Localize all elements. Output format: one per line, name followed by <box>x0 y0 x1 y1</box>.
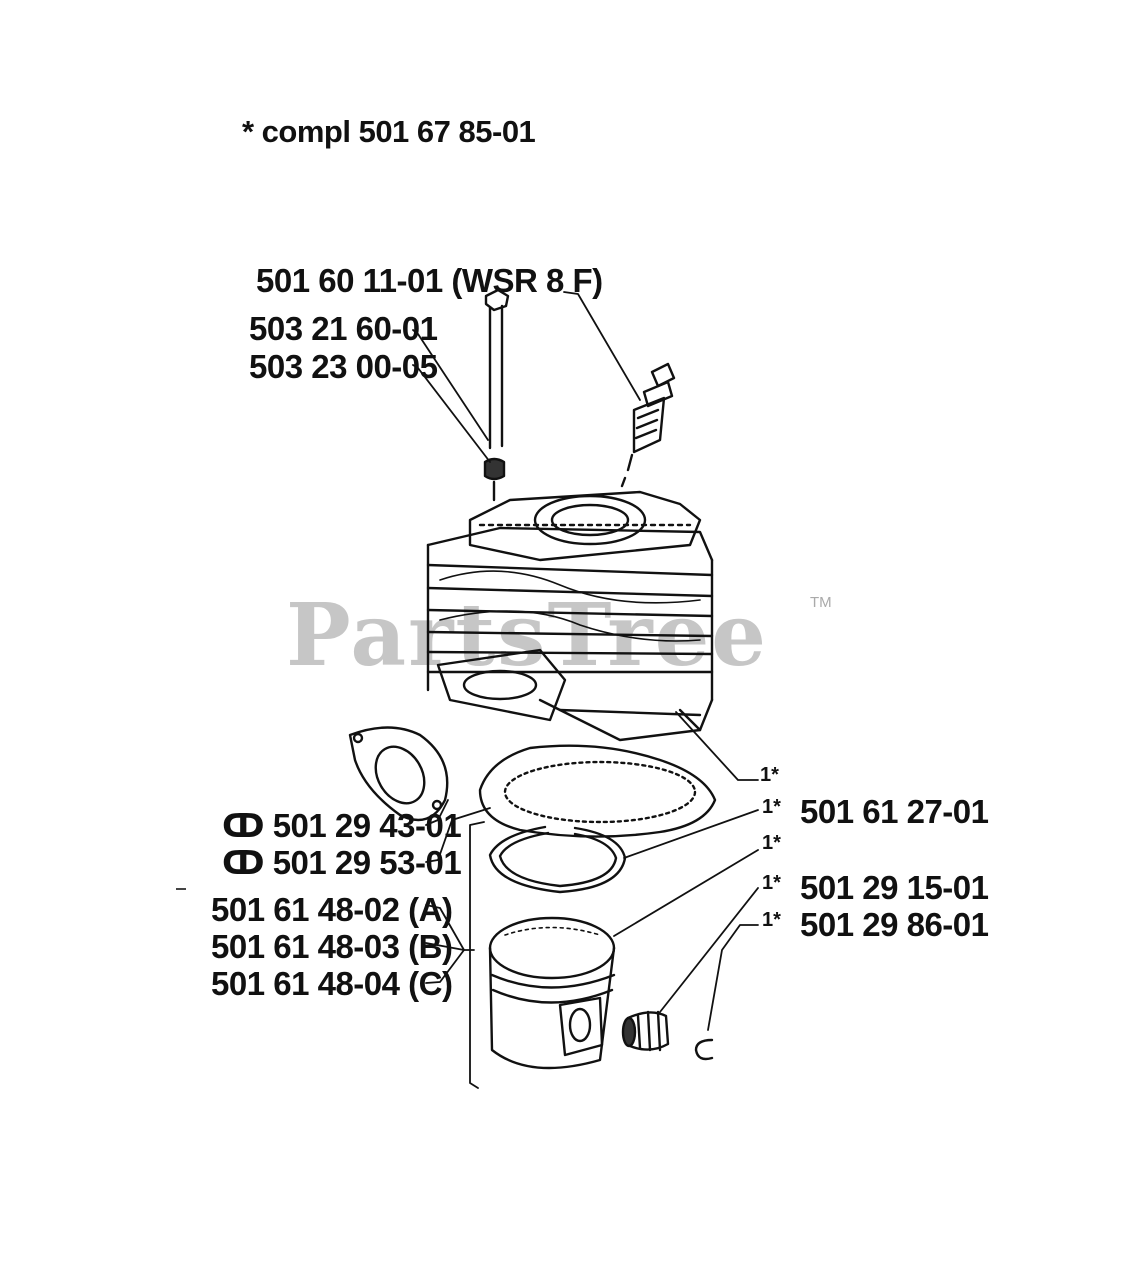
callout-screw: 503 21 60-01 <box>249 310 438 347</box>
muffler-gasket-drawing <box>348 726 449 822</box>
mark-piston: 1* <box>762 832 781 854</box>
cylinder-drawing <box>426 490 714 742</box>
spark-plug-drawing <box>620 362 676 488</box>
bolt-drawing <box>483 288 510 502</box>
header-note: * compl 501 67 85-01 <box>242 114 536 149</box>
callout-needle-bearing: 501 29 15-01 <box>800 869 989 906</box>
callout-washer: 503 23 00-05 <box>249 348 438 385</box>
circlip-drawing <box>694 1038 714 1061</box>
base-gasket-drawing <box>478 744 717 838</box>
mark-cylinder: 1* <box>760 764 779 786</box>
leader-lines <box>412 291 759 1089</box>
needle-bearing-drawing <box>621 1010 670 1052</box>
callout-spark-plug: 501 60 11-01 (WSR 8 F) <box>256 262 603 299</box>
callout-piston-b: 501 61 48-03 (B) <box>211 928 453 965</box>
callout-base-gasket: ↀ 501 29 53-01 <box>222 844 462 881</box>
mark-circlip: 1* <box>762 909 781 931</box>
callout-piston-c: 501 61 48-04 (C) <box>211 965 453 1002</box>
callout-piston-a: 501 61 48-02 (A) <box>211 891 453 928</box>
watermark-trademark: TM <box>810 594 832 611</box>
mark-ring: 1* <box>762 796 781 818</box>
callout-muffler-gasket: ↀ 501 29 43-01 <box>222 807 462 844</box>
stray-dash <box>176 888 186 890</box>
piston-ring-drawing <box>488 825 627 894</box>
mark-bearing: 1* <box>762 872 781 894</box>
piston-drawing <box>488 916 616 1070</box>
callout-piston-ring: 501 61 27-01 <box>800 793 989 830</box>
callout-circlip: 501 29 86-01 <box>800 906 989 943</box>
